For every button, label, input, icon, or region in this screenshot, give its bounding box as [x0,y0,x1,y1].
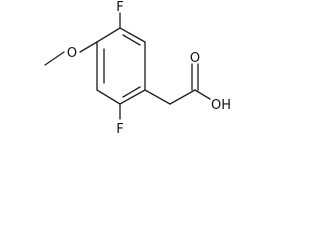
bond-ch2-to-carbonyl-carbon [169,89,196,105]
fluorine-top-label: F [116,0,123,15]
chemical-structure-diagram: F O F O OH [44,0,231,137]
bond-ring-to-oxygen [79,41,98,53]
ring-bond-bottom-left [96,89,121,105]
ring-double-bond-top-right [122,34,141,46]
bond-ring-to-ch2 [144,89,171,105]
bond-oxygen-to-methyl [44,51,65,66]
fluorine-bottom-label: F [116,122,123,137]
ring-bond-bottom-right [119,89,146,105]
methoxy-oxygen-label: O [67,46,77,61]
carbonyl-oxygen-label: O [190,51,200,66]
ring-double-bond-bottom-right [122,86,141,98]
ring-bond-top-right [119,27,146,43]
hydroxyl-label: OH [211,98,231,113]
structure-canvas: F O F O OH [0,0,264,138]
ring-bond-top-left [96,27,121,43]
bond-carbonyl-to-hydroxyl [194,89,211,100]
